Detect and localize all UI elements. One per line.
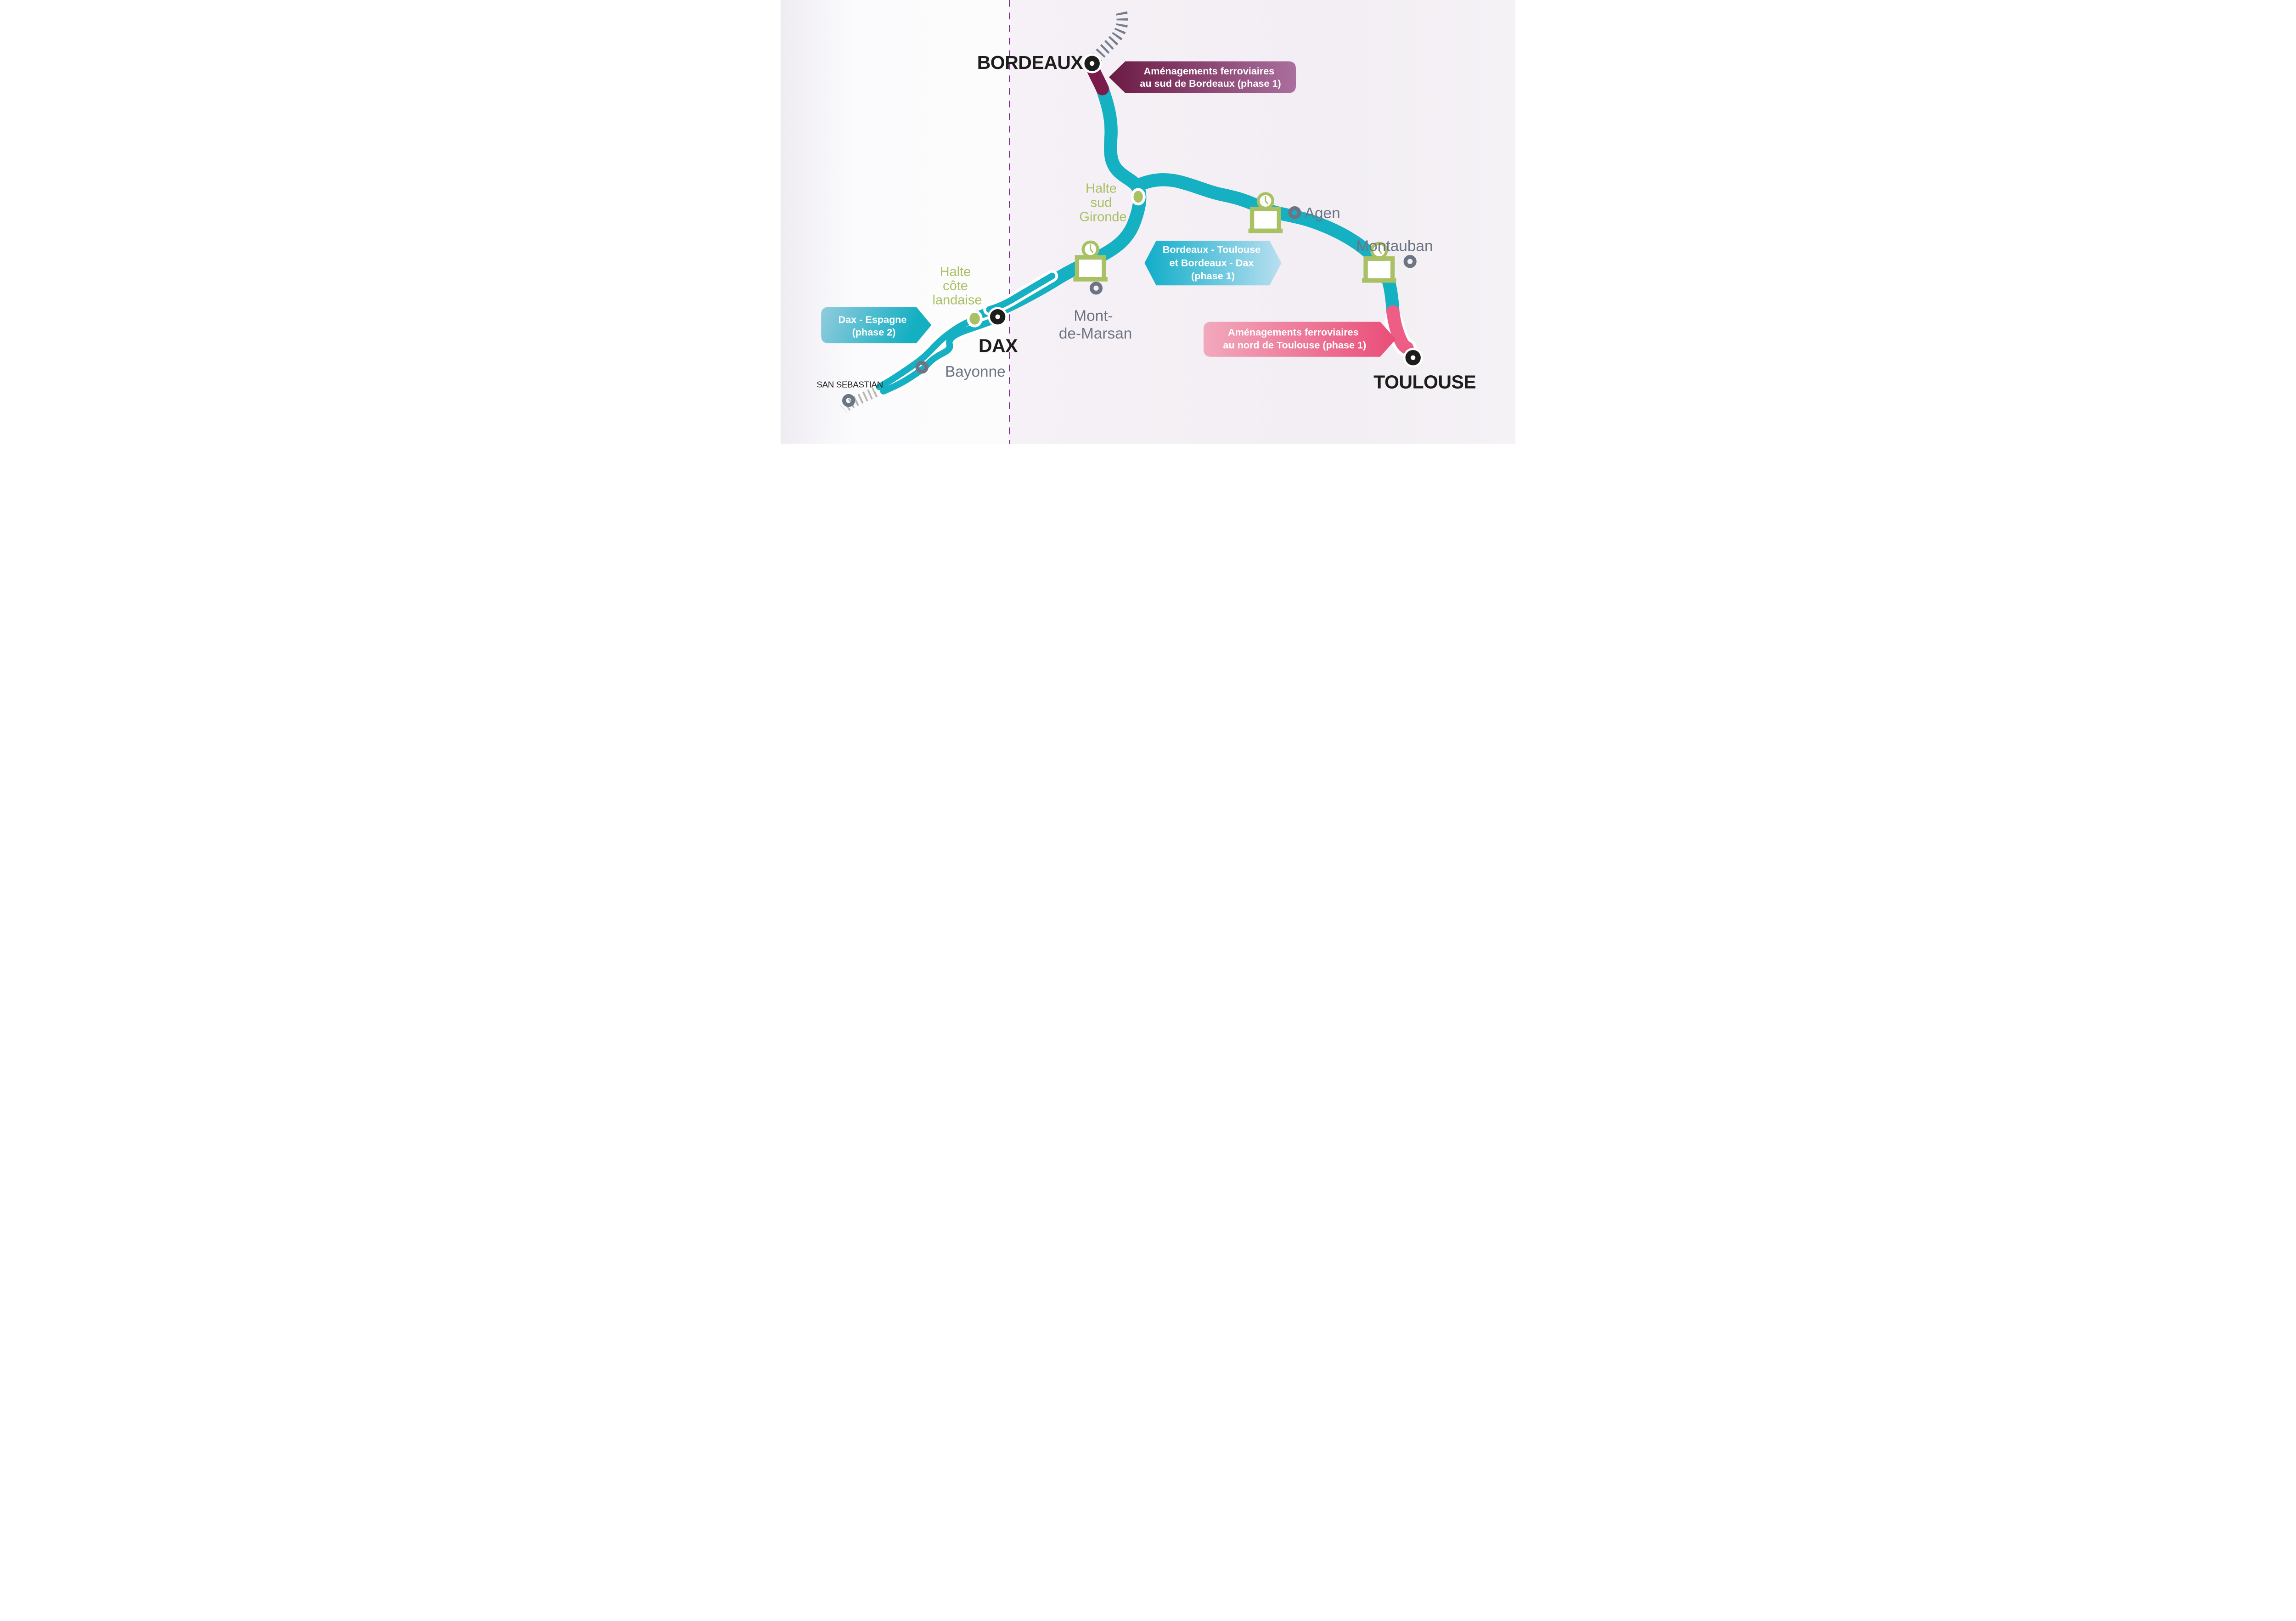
halte-cote-landaise-marker (967, 310, 983, 328)
hatched-track-bordeaux-icon (1091, 11, 1128, 62)
badge-dax-espagne-label: Dax - Espagne (phase 2) (838, 314, 910, 338)
route-sud-bordeaux-segment (1087, 64, 1109, 96)
badge-sud-bordeaux-label: Aménagements ferroviaires au sud de Bord… (1140, 65, 1281, 89)
city-label-toulouse: TOULOUSE (1373, 372, 1476, 393)
badge-nord-toulouse-label: Aménagements ferroviaires au nord de Tou… (1223, 327, 1367, 351)
city-label-san-sebastian: SAN SEBASTIAN (817, 380, 883, 390)
halte-sud-gironde-label: Halte sud Gironde (1079, 181, 1126, 224)
toulouse-terminus-marker (1403, 348, 1423, 367)
montauban-marker (1403, 255, 1417, 268)
badge-sud-bordeaux: Aménagements ferroviaires au sud de Bord… (1109, 61, 1296, 93)
city-label-dax: DAX (979, 335, 1018, 356)
mont-de-marsan-marker (1089, 282, 1103, 295)
halte-sud-gironde-marker (1131, 188, 1146, 206)
city-label-montauban: Montauban (1356, 237, 1433, 254)
badge-bordeaux-toulouse: Bordeaux - Toulouse et Bordeaux - Dax (p… (1144, 241, 1282, 286)
badge-nord-toulouse: Aménagements ferroviaires au nord de Tou… (1203, 322, 1396, 357)
route-cote-landaise-san-sebastian (876, 316, 978, 390)
bordeaux-terminus-marker (1082, 53, 1102, 73)
city-label-bayonne: Bayonne (945, 363, 1006, 380)
badge-dax-espagne: Dax - Espagne (phase 2) (821, 307, 932, 344)
route-dax-bayonne (880, 316, 998, 395)
halte-cote-landaise-label: Halte côte landaise (933, 265, 982, 307)
agen-marker (1288, 206, 1301, 220)
bayonne-marker (915, 361, 929, 374)
gpso-rail-map: Aménagements ferroviaires au sud de Bord… (781, 0, 1515, 444)
san-sebastian-marker (842, 394, 855, 407)
city-label-mont-de-marsan: Mont- de-Marsan (1059, 307, 1132, 342)
map-canvas: Aménagements ferroviaires au sud de Bord… (781, 0, 1515, 444)
city-label-bordeaux: BORDEAUX (977, 52, 1084, 73)
route-nord-toulouse-segment (1386, 305, 1414, 355)
dax-terminus-marker (988, 307, 1008, 327)
city-label-agen: Agen (1305, 205, 1340, 222)
badge-bordeaux-toulouse-label: Bordeaux - Toulouse et Bordeaux - Dax (p… (1163, 244, 1263, 282)
